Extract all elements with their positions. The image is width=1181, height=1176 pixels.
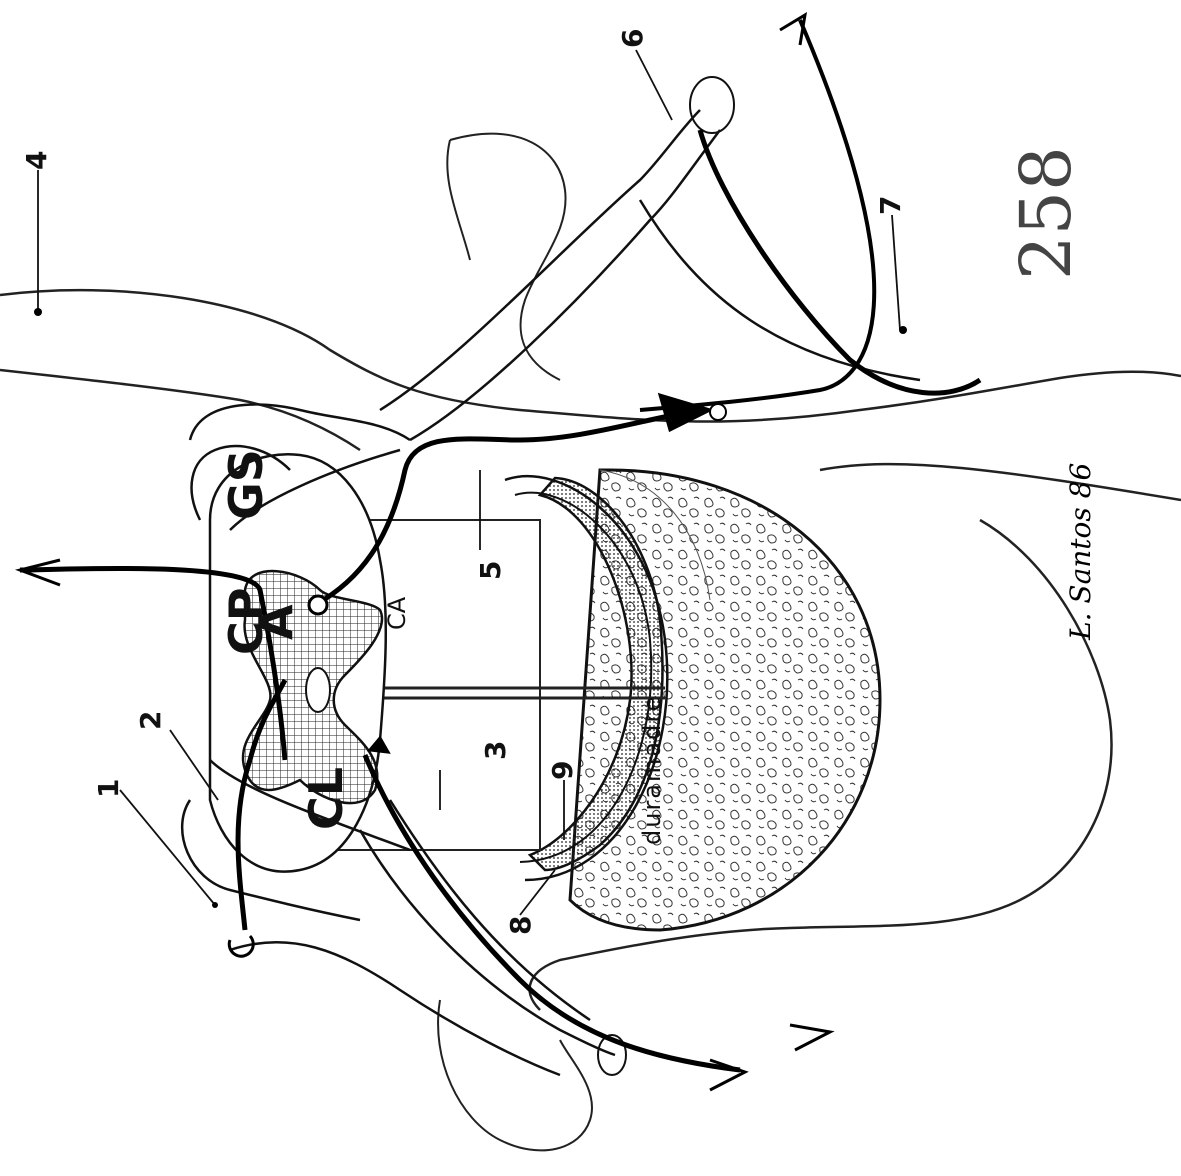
- artist-signature: L. Santos 86: [1064, 463, 1097, 641]
- page-number: 258: [1005, 146, 1087, 280]
- number-6: 6: [616, 29, 649, 48]
- number-4: 4: [20, 151, 53, 170]
- sympathetic-pathway: [700, 130, 980, 393]
- upper-spinal-nerve: [380, 77, 920, 440]
- number-8: 8: [504, 916, 537, 935]
- number-7: 7: [874, 196, 907, 215]
- motor-neuron-cell: [309, 596, 327, 614]
- arrow-middle: [660, 395, 710, 430]
- number-2: 2: [134, 711, 167, 730]
- label-duramadre: duramadre: [638, 695, 666, 845]
- arrow-left: [20, 560, 60, 585]
- label-gs: GS: [219, 449, 273, 520]
- number-1: 1: [92, 779, 125, 798]
- label-a: A: [249, 604, 303, 640]
- number-5: 5: [474, 561, 507, 580]
- arrow-bottom-right: [790, 1025, 830, 1050]
- label-cl: CL: [299, 767, 353, 830]
- number-3: 3: [479, 741, 512, 760]
- label-ca: CA: [383, 596, 411, 630]
- central-canal: [306, 668, 330, 712]
- number-9: 9: [546, 761, 579, 780]
